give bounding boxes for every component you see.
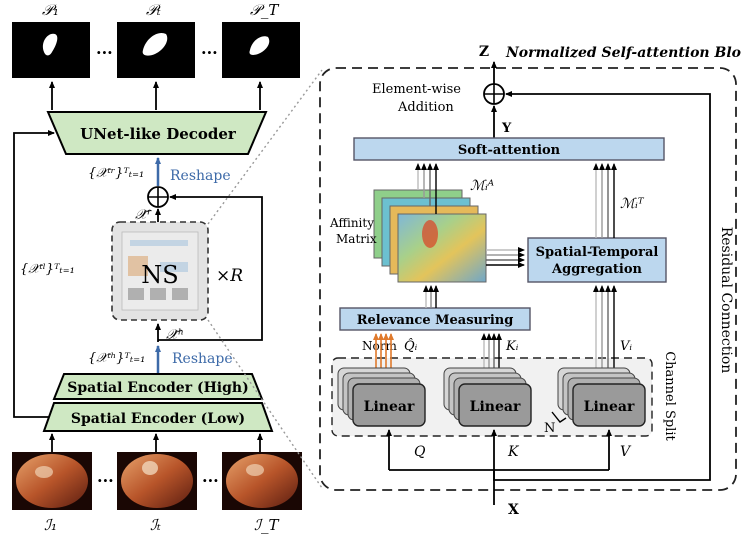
encoder-high-label: Spatial Encoder (High) xyxy=(67,380,248,396)
v-i-label: Vᵢ xyxy=(620,339,632,354)
block-title: Normalized Self-attention Block xyxy=(505,45,741,61)
soft-attention-label: Soft-attention xyxy=(458,143,561,158)
x-h-label: 𝒳̃ʰ xyxy=(166,327,184,343)
x-r-label: 𝒳̃ʳ xyxy=(135,207,152,223)
low-features-label: {𝒳ᵗˡ}ᵀₜ₌₁ xyxy=(20,262,75,277)
input-label-T: ℐ_T xyxy=(254,516,280,534)
zoom-line-bottom xyxy=(207,319,323,489)
v-label: V xyxy=(620,444,632,460)
n-brace xyxy=(551,411,567,423)
pred-ellipsis-2: ··· xyxy=(201,43,218,62)
low-features-skip xyxy=(13,130,56,418)
linear-k-label: Linear xyxy=(470,399,521,415)
spatial-temporal-box xyxy=(527,237,667,283)
frame-ellipsis-2: ··· xyxy=(202,471,219,490)
left-panel: 𝒫₁ 𝒫ₜ 𝒫_T ··· ··· UNet-like Decoder {𝒳ᵗʳ… xyxy=(12,1,323,534)
encoder-low-label: Spatial Encoder (Low) xyxy=(71,411,245,427)
m-t-label: ℳᵢᵀ xyxy=(620,196,645,212)
k-label: K xyxy=(507,444,520,460)
affinity-matrix xyxy=(373,189,487,283)
pred-label-T: 𝒫_T xyxy=(250,1,279,19)
v-to-aggregation-arrows xyxy=(593,285,617,376)
decoder-input-label: {𝒳ᵗʳ}ᵀₜ₌₁ xyxy=(88,166,144,181)
mask-1-blob xyxy=(42,33,58,56)
m-a-label: ℳᵢᴬ xyxy=(470,178,494,194)
affinity-to-aggregation-arrows xyxy=(486,247,525,268)
relevance-box xyxy=(339,307,531,331)
linear-q-label: Linear xyxy=(364,399,415,415)
input-frames: ··· ··· ℐ₁ ℐₜ ℐ_T xyxy=(12,452,302,534)
right-panel: Z Normalized Self-attention Block Elemen… xyxy=(319,44,741,518)
spatial-temporal-label-2: Aggregation xyxy=(551,262,643,277)
elementwise-line1: Element-wise xyxy=(372,82,461,97)
linear-v-stack: Linear xyxy=(557,367,646,427)
channel-split-label: Channel Split xyxy=(662,351,677,441)
ns-thumbnail xyxy=(121,231,199,311)
y-label: Y xyxy=(501,121,512,136)
affinity-to-soft-arrows xyxy=(415,163,439,214)
soft-attention-box xyxy=(353,137,665,161)
repeat-label: ×R xyxy=(216,266,243,286)
pred-label-t: 𝒫ₜ xyxy=(146,1,161,19)
v-to-soft-arrows xyxy=(593,163,617,238)
z-label: Z xyxy=(479,44,489,60)
linear-k xyxy=(458,383,532,427)
n-label: N xyxy=(544,421,555,436)
norm-label: Norm xyxy=(362,339,397,353)
frame-ellipsis-1: ··· xyxy=(97,471,114,490)
ns-block-expanded xyxy=(319,67,737,491)
elementwise-line2: Addition xyxy=(397,100,454,115)
spatial-temporal-label-1: Spatial-Temporal xyxy=(536,245,659,260)
linear-k-stack: Linear xyxy=(443,367,532,427)
q-label: Q xyxy=(414,444,426,460)
high-features-label: {𝒳ᵗʰ}ᵀₜ₌₁ xyxy=(88,351,145,366)
mask-T-blob xyxy=(249,36,270,55)
unet-decoder xyxy=(46,111,268,155)
decoder-label: UNet-like Decoder xyxy=(80,125,237,143)
ns-label: NS xyxy=(141,261,178,289)
linear-v-label: Linear xyxy=(584,399,635,415)
x-label: X xyxy=(508,502,519,518)
affinity-label-2: Matrix xyxy=(336,232,377,246)
mask-t-blob xyxy=(142,32,168,56)
k-i-label: Kᵢ xyxy=(505,339,519,354)
linear-q-stack: Linear xyxy=(337,367,426,427)
affinity-label-1: Affinity xyxy=(329,216,374,230)
linear-v xyxy=(572,383,646,427)
spatial-encoder-low xyxy=(42,402,274,432)
prediction-masks: 𝒫₁ 𝒫ₜ 𝒫_T ··· ··· xyxy=(12,1,300,78)
linear-q xyxy=(352,383,426,427)
reshape-top-label: Reshape xyxy=(170,168,231,184)
input-label-t: ℐₜ xyxy=(150,516,161,534)
relevance-to-affinity-arrows xyxy=(423,285,439,308)
input-label-1: ℐ₁ xyxy=(44,516,57,534)
reshape-bottom-label: Reshape xyxy=(172,351,233,367)
zoom-line-top xyxy=(207,69,323,225)
pred-label-1: 𝒫₁ xyxy=(42,1,59,19)
relevance-label: Relevance Measuring xyxy=(357,313,514,328)
residual-label: Residual Connection xyxy=(718,227,734,374)
q-hat-label: Q̂ᵢ xyxy=(404,338,418,354)
ns-residual-loop xyxy=(158,194,263,341)
pred-ellipsis-1: ··· xyxy=(96,43,113,62)
